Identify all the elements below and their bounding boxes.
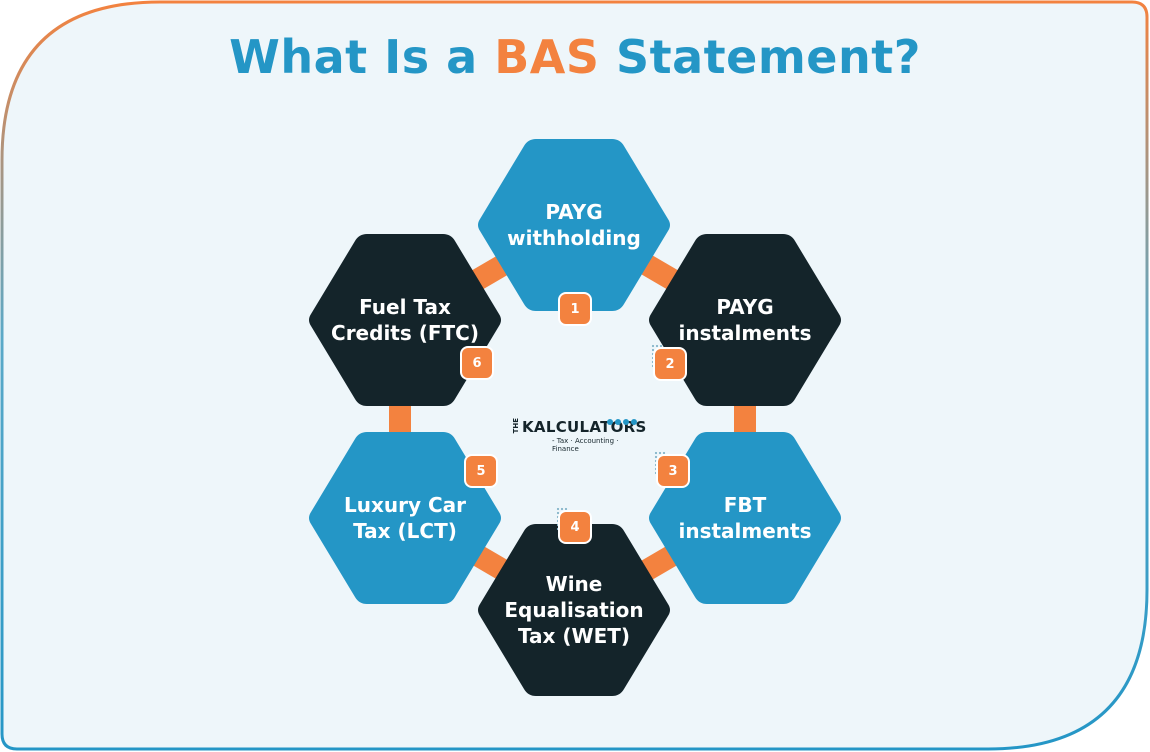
hexagon-shape: [649, 432, 841, 604]
logo-tagline: - Tax · Accounting · Finance: [552, 437, 619, 453]
hexagon-label: Wine Equalisation Tax (WET): [504, 572, 644, 648]
hexagon-shape: [649, 234, 841, 406]
page-title: What Is a BAS Statement?: [0, 30, 1150, 84]
number-badge-2: 2: [655, 349, 685, 379]
title-accent: BAS: [494, 30, 600, 84]
logo-prefix: THE: [512, 418, 520, 434]
title-prefix: What Is a: [229, 30, 495, 84]
hexagon-shape: [309, 234, 501, 406]
number-badge-6: 6: [462, 348, 492, 378]
number-badge-3: 3: [658, 456, 688, 486]
hexagon-shape: [478, 524, 670, 696]
number-badge-4: 4: [560, 512, 590, 542]
hexagon-item-3: FBT instalments: [645, 428, 845, 608]
title-suffix: Statement?: [599, 30, 921, 84]
hexagon-label: PAYG instalments: [678, 295, 812, 345]
hexagon-label: PAYG withholding: [507, 200, 641, 250]
hexagon-label: Fuel Tax Credits (FTC): [331, 295, 479, 345]
hexagon-item-4: Wine Equalisation Tax (WET): [474, 520, 674, 700]
hexagon-item-2: PAYG instalments: [645, 230, 845, 410]
hexagon-item-6: Fuel Tax Credits (FTC): [305, 230, 505, 410]
hexagon-shape: [478, 139, 670, 311]
hexagon-item-1: PAYG withholding: [474, 135, 674, 315]
number-badge-5: 5: [466, 456, 496, 486]
kalculators-logo: THE KALCULATORS - Tax · Accounting · Fin…: [512, 410, 646, 453]
number-badge-1: 1: [560, 294, 590, 324]
hexagon-shape: [309, 432, 501, 604]
logo-dots-icon: [607, 410, 639, 429]
hexagon-label: Luxury Car Tax (LCT): [343, 493, 467, 543]
hexagon-item-5: Luxury Car Tax (LCT): [305, 428, 505, 608]
hexagon-label: FBT instalments: [678, 493, 812, 543]
